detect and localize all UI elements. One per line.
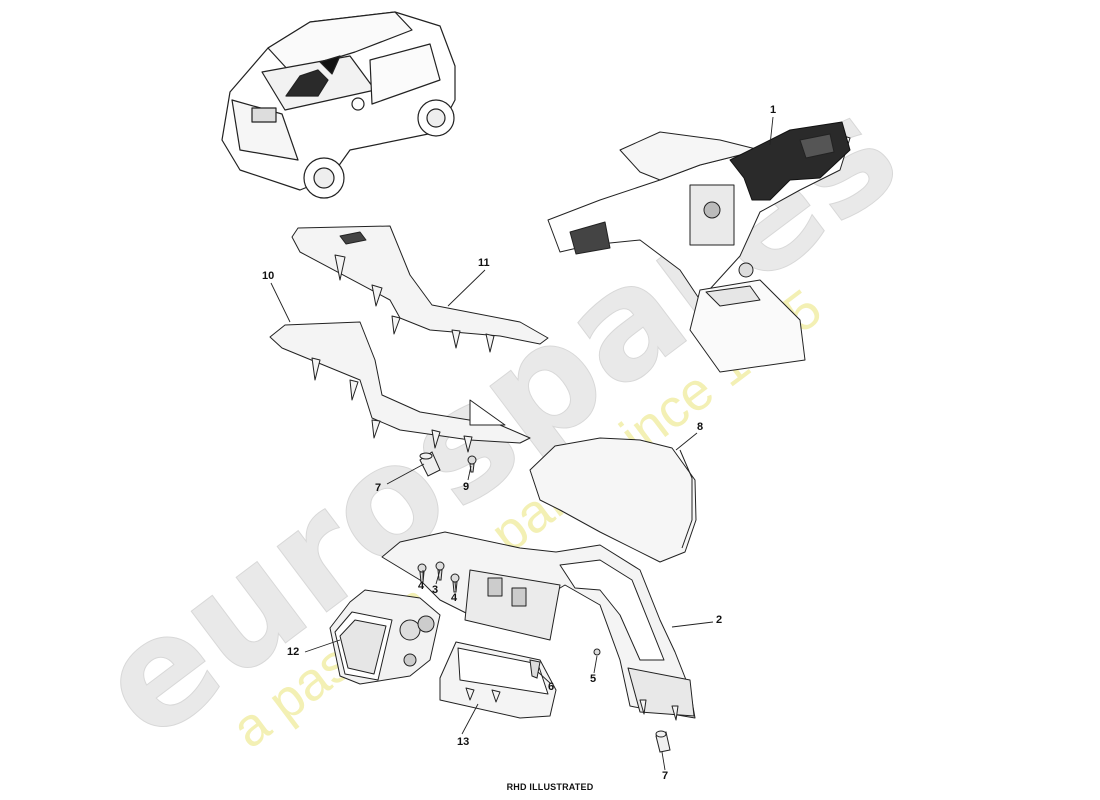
- fastener-5: [593, 648, 601, 656]
- callout-4-left: 4: [418, 580, 425, 592]
- rhd-illustrated-caption: RHD ILLUSTRATED: [506, 782, 594, 792]
- fastener-4-right: [450, 573, 460, 583]
- callout-3: 3: [432, 584, 439, 596]
- callout-7-upper: 7: [375, 482, 382, 494]
- callout-13: 13: [457, 736, 470, 748]
- vehicle-overview: [221, 11, 456, 199]
- fastener-6: [529, 659, 541, 679]
- callout-6: 6: [548, 681, 555, 693]
- leader-lines: [270, 116, 774, 771]
- callout-7-lower: 7: [662, 770, 669, 782]
- callout-1: 1: [770, 104, 777, 116]
- clip-7-upper: [419, 451, 441, 477]
- clip-7-lower: [655, 730, 671, 753]
- callout-4-right: 4: [451, 592, 458, 604]
- dashboard-assembly: [547, 121, 851, 373]
- part-13-pocket: [439, 641, 557, 719]
- callout-2: 2: [716, 614, 723, 626]
- fastener-3: [435, 561, 445, 571]
- callout-10: 10: [262, 270, 275, 282]
- callout-11: 11: [478, 257, 490, 269]
- part-12-vent-housing: [329, 589, 441, 685]
- fastener-4-left: [417, 563, 427, 573]
- part-2-surround: [381, 531, 696, 721]
- part-8-hood: [529, 437, 697, 563]
- callout-5: 5: [590, 673, 597, 685]
- part-11-upper-trim: [291, 225, 549, 353]
- screw-9: [467, 455, 477, 473]
- part-10-lower-trim: [269, 321, 531, 453]
- callout-9: 9: [463, 481, 470, 493]
- callout-8: 8: [697, 421, 704, 433]
- callout-12: 12: [287, 646, 300, 658]
